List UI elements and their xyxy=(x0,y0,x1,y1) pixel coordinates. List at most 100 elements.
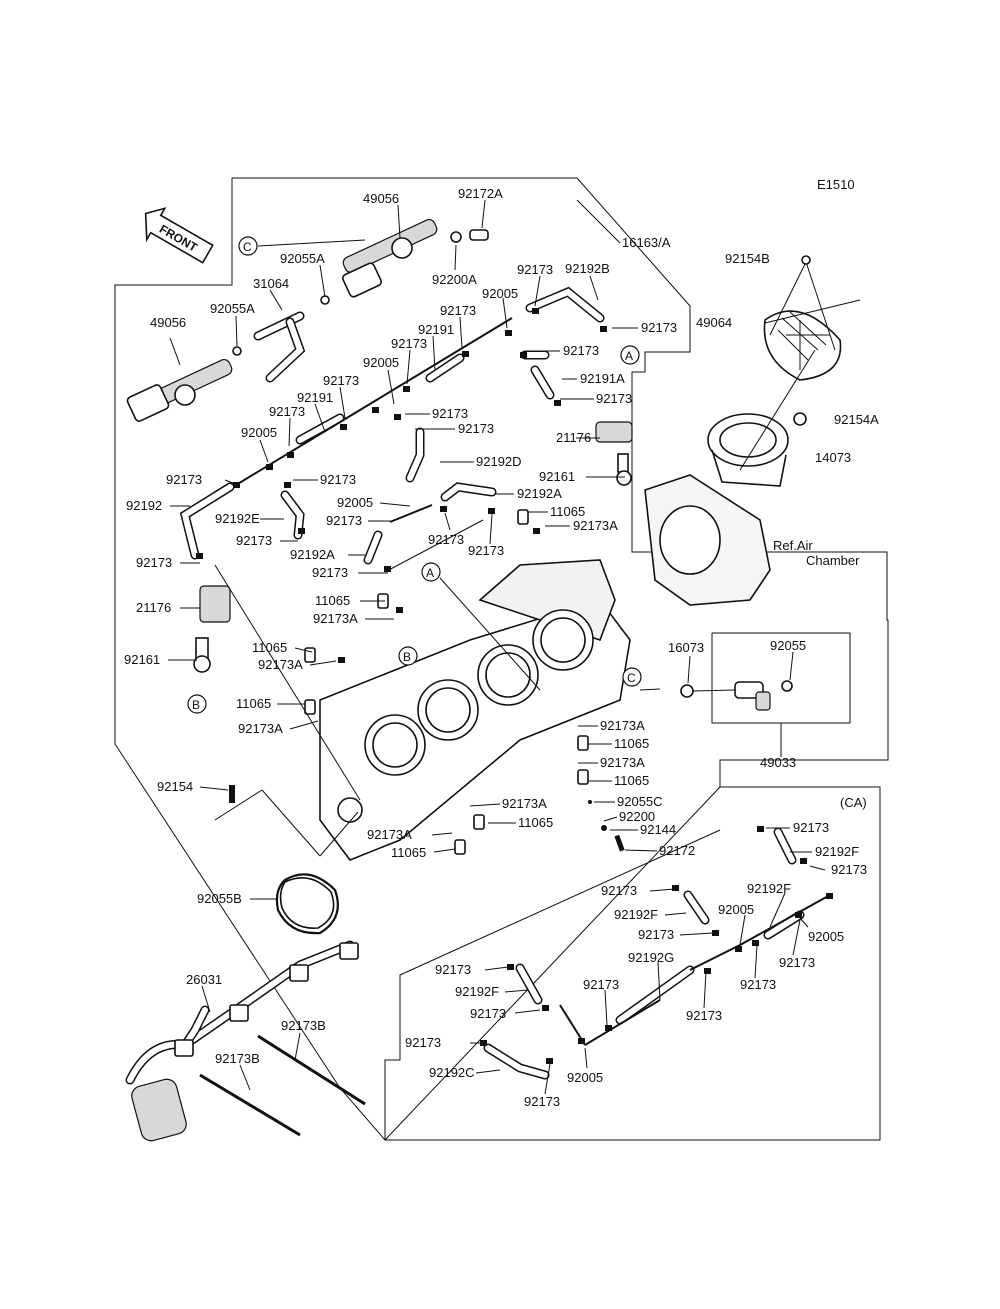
part-label: 92191 xyxy=(297,390,333,405)
screw-icon xyxy=(793,412,807,426)
part-label: 92173 xyxy=(524,1094,560,1109)
part-label: 92173 xyxy=(440,303,476,318)
part-label: 92173 xyxy=(793,820,829,835)
part-label: 92173A xyxy=(238,721,283,736)
leader xyxy=(739,349,816,471)
part-label: 92192B xyxy=(565,261,610,276)
map-sensor-right-icon xyxy=(595,421,633,486)
part-label: 92200 xyxy=(619,809,655,824)
part-label: 49064 xyxy=(696,315,732,330)
plugs-icon xyxy=(304,509,589,855)
part-label: 92192F xyxy=(815,844,859,859)
gasket-inner-line xyxy=(279,876,335,929)
injector-kit-outline xyxy=(711,632,851,724)
part-label: 92173 xyxy=(269,404,305,419)
part-label: 92173A xyxy=(367,827,412,842)
ca-clamps-icon xyxy=(480,826,833,1064)
part-label: 92005 xyxy=(567,1070,603,1085)
funnel-14073-icon xyxy=(707,413,789,487)
part-label: 92191 xyxy=(418,322,454,337)
part-label: 92173 xyxy=(312,565,348,580)
air-chamber-ref-icon xyxy=(644,474,771,606)
part-label: 92173 xyxy=(435,962,471,977)
part-label: 92192F xyxy=(747,881,791,896)
part-label: 92173 xyxy=(638,927,674,942)
part-label: 92173 xyxy=(236,533,272,548)
part-label: 11065 xyxy=(315,593,350,608)
part-label: 11065 xyxy=(614,736,649,751)
part-label: 92192F xyxy=(455,984,499,999)
part-label: 92173 xyxy=(686,1008,722,1023)
callout-a-circle xyxy=(620,345,640,365)
part-label: 92161 xyxy=(124,652,160,667)
callout-c-circle xyxy=(622,667,642,687)
part-label: 92173 xyxy=(458,421,494,436)
part-label: 16163/A xyxy=(622,235,671,250)
part-label: 92173 xyxy=(583,977,619,992)
part-label: 92173B xyxy=(215,1051,260,1066)
part-label: 31064 xyxy=(253,276,289,291)
map-sensor-left-icon xyxy=(193,585,231,673)
callout-b-circle xyxy=(398,646,418,666)
fuel-rail-upper-icon xyxy=(342,218,438,298)
part-label: 26031 xyxy=(186,972,222,987)
part-label: 92192 xyxy=(126,498,162,513)
vacuum-hoses-icon xyxy=(179,286,605,565)
part-label: 11065 xyxy=(236,696,271,711)
part-label: 92154B xyxy=(725,251,770,266)
part-label: 92154A xyxy=(834,412,879,427)
leader xyxy=(805,261,836,351)
part-label: 92173 xyxy=(740,977,776,992)
part-label: 92173 xyxy=(470,1006,506,1021)
part-label: 92172A xyxy=(458,186,503,201)
part-label: 92192A xyxy=(290,547,335,562)
part-label: 92055B xyxy=(197,891,242,906)
ca-subassembly-outline xyxy=(384,786,881,1141)
screen-49064-icon xyxy=(763,310,842,381)
part-label: 92005 xyxy=(337,495,373,510)
cable-ties-icon xyxy=(199,1034,366,1137)
leader xyxy=(764,299,861,324)
part-label: 92055C xyxy=(617,794,663,809)
gasket-92055B-icon xyxy=(275,873,339,935)
part-label: 92173 xyxy=(596,391,632,406)
ref-label-line2: Chamber xyxy=(806,553,860,568)
callout-a-circle xyxy=(421,562,441,582)
callout-c-label: C xyxy=(243,240,252,254)
part-label: 11065 xyxy=(252,640,287,655)
callout-b-label: B xyxy=(192,698,200,712)
part-label: 92173 xyxy=(601,883,637,898)
part-label: 92161 xyxy=(539,469,575,484)
part-label: 92005 xyxy=(241,425,277,440)
part-label: 92005 xyxy=(482,286,518,301)
part-label: 92173 xyxy=(326,513,362,528)
part-label: 92173A xyxy=(600,755,645,770)
fuel-rail-lower-icon xyxy=(126,358,233,422)
o-ring-icon xyxy=(320,295,330,305)
washer-icon xyxy=(450,231,462,243)
part-label: 92192D xyxy=(476,454,522,469)
part-label: 92055A xyxy=(210,301,255,316)
part-label: 11065 xyxy=(614,773,649,788)
part-label: 92192C xyxy=(429,1065,475,1080)
main-assembly-outline xyxy=(114,177,889,1141)
part-label: 92173 xyxy=(405,1035,441,1050)
diagram-code: E1510 xyxy=(817,177,855,192)
bolt-icon xyxy=(469,229,489,241)
callout-a-label: A xyxy=(426,566,434,580)
part-label: 92154 xyxy=(157,779,193,794)
wire-harness-26031-icon xyxy=(125,940,359,1142)
part-label: 92005 xyxy=(718,902,754,917)
part-label: 92173 xyxy=(323,373,359,388)
part-label: 92192E xyxy=(215,511,260,526)
part-label: 92173 xyxy=(432,406,468,421)
part-label: 11065 xyxy=(518,815,553,830)
part-label: 92173 xyxy=(563,343,599,358)
ref-label-line1: Ref.Air xyxy=(773,538,813,553)
part-label: 92144 xyxy=(640,822,676,837)
part-label: 92173 xyxy=(641,320,677,335)
part-label: 92055 xyxy=(770,638,806,653)
callout-b-circle xyxy=(187,694,207,714)
leader-lines xyxy=(168,199,826,1095)
